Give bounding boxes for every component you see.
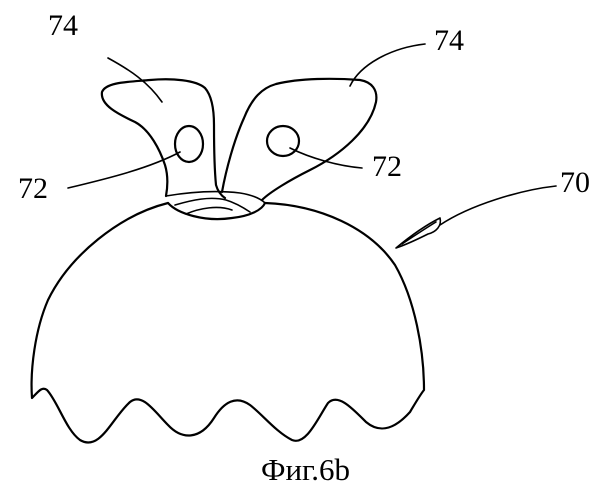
neck-knot (175, 198, 250, 214)
label-74-right: 74 (434, 24, 464, 57)
label-70: 70 (560, 166, 590, 199)
label-72-left: 72 (18, 172, 48, 205)
leader-70 (440, 186, 556, 225)
label-74-left: 74 (48, 9, 78, 42)
leader-72-right (290, 148, 362, 168)
left-tab (102, 79, 225, 198)
neck-band (168, 203, 265, 219)
arrow-70 (396, 218, 440, 248)
neck-band-top (166, 192, 265, 203)
label-72-right: 72 (372, 150, 402, 183)
right-hole (267, 126, 299, 156)
figure-caption: Фиг.6b (0, 452, 611, 488)
dome-body (32, 203, 424, 443)
left-hole (175, 126, 203, 162)
